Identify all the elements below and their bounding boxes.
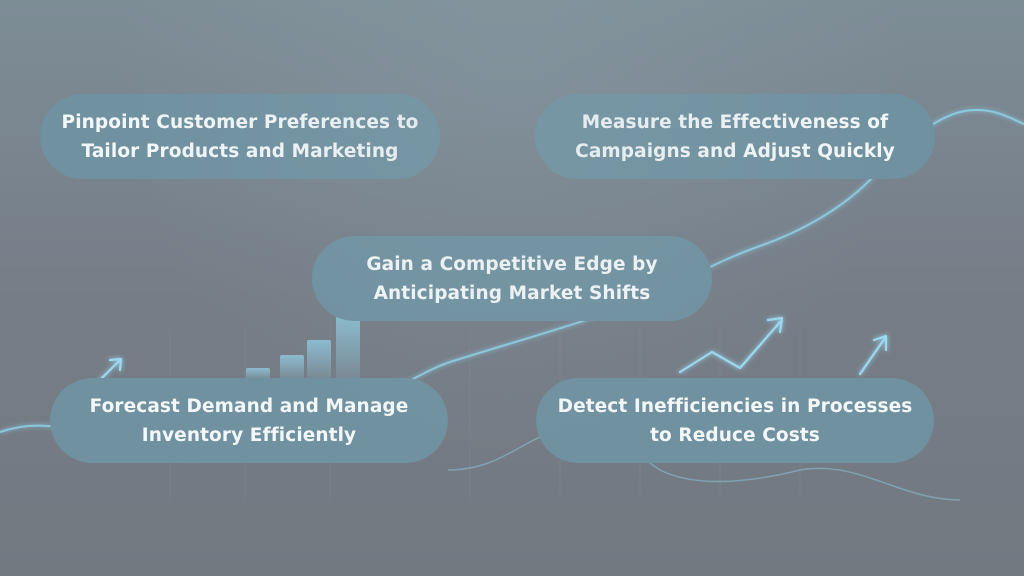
card-forecast-demand: Forecast Demand and Manage Inventory Eff… xyxy=(50,378,448,463)
card-detect-inefficiencies: Detect Inefficiencies in Processes to Re… xyxy=(536,378,934,463)
card-customer-preferences: Pinpoint Customer Preferences to Tailor … xyxy=(40,94,440,179)
background-lower-line xyxy=(447,427,961,501)
background-bars xyxy=(246,316,360,380)
background-arrows xyxy=(98,316,888,382)
card-campaign-effectiveness: Measure the Effectiveness of Campaigns a… xyxy=(535,94,935,179)
card-competitive-edge: Gain a Competitive Edge by Anticipating … xyxy=(312,236,712,321)
